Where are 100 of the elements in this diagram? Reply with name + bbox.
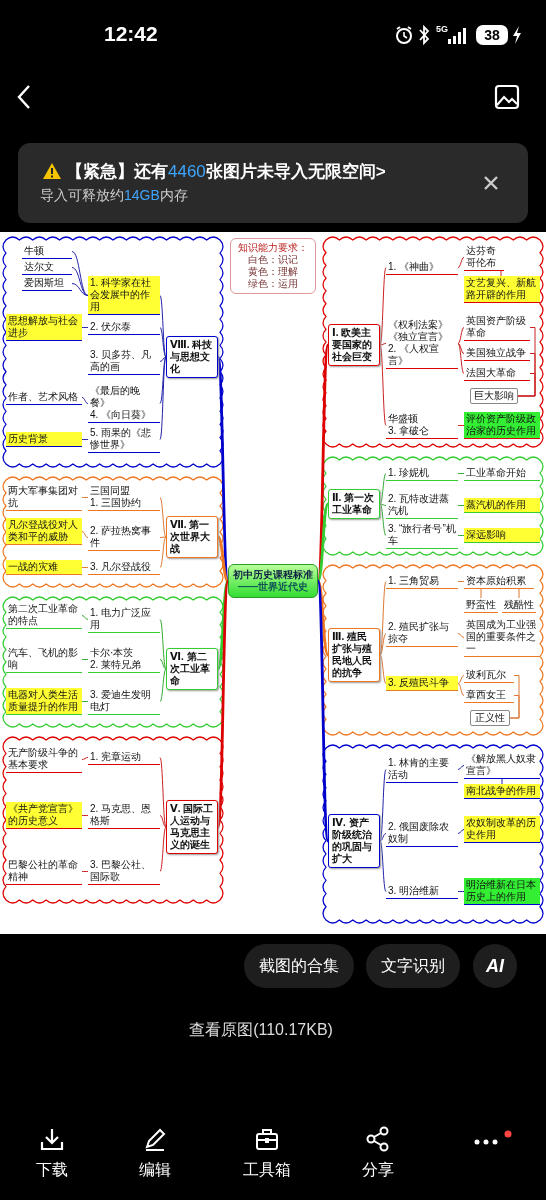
subtopic-text: 三国同盟 <box>90 485 131 497</box>
connector-line <box>159 356 167 440</box>
connector-line <box>159 536 167 538</box>
subtopic-label: 第二次工业革命的特点 <box>6 602 82 629</box>
cloud-outline <box>322 456 544 556</box>
connector-line <box>379 633 387 656</box>
central-topic-box <box>228 564 318 598</box>
connector-line <box>517 373 536 397</box>
subtopic-label: 3. 明治维新 <box>386 884 458 899</box>
connector-line <box>379 503 387 506</box>
subtopic-label: 1. 三角贸易 <box>386 574 458 589</box>
subtopic-label: 2. 俄国废除农奴制 <box>386 820 458 847</box>
cloud-outline <box>322 564 544 736</box>
highlighted-note: 评价资产阶级政治家的历史作用 <box>464 412 540 439</box>
network-type-label: 5G <box>436 24 448 34</box>
cloud-outline <box>2 736 224 904</box>
connector-line <box>159 659 167 670</box>
highlighted-note: 电器对人类生活质量提升的作用 <box>6 688 82 715</box>
connector-line <box>457 535 465 536</box>
subtopic-label <box>88 646 160 673</box>
connector-line <box>81 701 89 702</box>
subtopic-text: 4. 《向日葵》 <box>90 409 153 421</box>
connector-line <box>457 765 465 770</box>
connector-line <box>379 343 387 346</box>
share-button: 分享 <box>338 1126 418 1181</box>
connector-line <box>159 668 167 702</box>
connector-line <box>81 757 89 760</box>
legend-entry: 绿色：运用 <box>247 278 299 290</box>
connector-line <box>81 871 89 872</box>
connector-line <box>316 580 330 656</box>
subtopic-label <box>386 412 458 439</box>
subtopic-label: 3. 巴黎公社、国际歌 <box>88 858 160 885</box>
connector-line <box>457 473 465 474</box>
central-topic-subtitle: ——世界近代史 <box>237 581 309 593</box>
subtopic-label: 汽车、飞机的影响 <box>6 646 82 673</box>
subtopic-text: 卡尔·本茨 <box>90 647 135 659</box>
subtopic-label: 2. 萨拉热窝事件 <box>88 524 160 551</box>
highlighted-note: 思想解放与社会进步 <box>6 314 82 341</box>
subtopic-label: 英国成为工业强国的重要条件之一 <box>464 618 540 657</box>
status-time: 12:42 <box>104 22 158 46</box>
connector-line <box>457 257 465 268</box>
subtopic-label: 1. 《神曲》 <box>386 260 458 275</box>
highlighted-note: 深远影响 <box>464 528 540 543</box>
connector-line <box>81 615 89 620</box>
connector-line <box>457 581 465 582</box>
connector-line <box>71 251 89 296</box>
connector-line <box>457 343 465 354</box>
highlighted-note: 3. 反殖民斗争 <box>386 676 458 691</box>
highlighted-note: 文艺复兴、新航路开辟的作用 <box>464 276 540 303</box>
connector-line <box>81 567 89 568</box>
connector-line <box>509 695 520 719</box>
connector-line <box>159 497 167 538</box>
connector-line <box>216 580 230 670</box>
connector-line <box>457 891 465 892</box>
text-recognition-button: 文字识别 <box>366 944 460 988</box>
notification-subtext: 导入可释放约14GB内存 <box>40 187 188 205</box>
connector-line <box>316 503 330 582</box>
branch-topic-box: Ⅱ. 第一次工业革命 <box>328 489 380 519</box>
subtopic-label: 3. 爱迪生发明电灯 <box>88 688 160 715</box>
connector-line <box>457 327 465 344</box>
branch-topic-box: Ⅳ. 资产阶级统治的巩固与扩大 <box>328 814 380 868</box>
subtopic-text: 《独立宣言》 <box>388 331 449 343</box>
highlighted-note: 一战的灾难 <box>6 560 82 575</box>
connector-line <box>71 283 89 296</box>
connector-line <box>457 343 465 374</box>
highlighted-note: 1. 科学家在社会发展中的作用 <box>88 276 160 315</box>
subtopic-text: 《最后的晚餐》 <box>90 385 141 409</box>
connector-line <box>379 833 387 842</box>
connector-line <box>81 327 89 328</box>
download-button: 下载 <box>12 1126 92 1181</box>
subtopic-label: 资本原始积累 <box>464 574 534 589</box>
subtopic-label: 3. 凡尔登战役 <box>88 560 160 575</box>
subtopic-label: 无产阶级斗争的基本要求 <box>6 746 82 773</box>
connector-line <box>159 815 167 828</box>
legend-box <box>230 238 316 294</box>
toolbox-button: 工具箱 <box>227 1126 307 1181</box>
legend-entry: 黄色：理解 <box>247 266 299 278</box>
subtopic-text: 达芬奇 <box>466 245 497 257</box>
cloud-outline <box>2 476 224 588</box>
subtopic-label: 牛顿 <box>22 244 72 259</box>
subtopic-text: 2. 莱特兄弟 <box>90 659 143 671</box>
subtopic-label: 达尔文 <box>22 260 72 275</box>
subtopic-label: 工业革命开始 <box>464 466 540 481</box>
subtopic-label: 残酷性 <box>502 598 536 613</box>
branch-topic-box: Ⅰ. 欧美主要国家的社会巨变 <box>328 324 380 366</box>
subtopic-label: 1. 电力广泛应用 <box>88 606 160 633</box>
connector-line <box>159 619 167 670</box>
highlighted-note: 凡尔登战役对人类和平的威胁 <box>6 518 82 545</box>
subtopic-text: 3. 拿破仑 <box>388 425 431 437</box>
subtopic-label: 3. 贝多芬、凡高的画 <box>88 348 160 375</box>
highlighted-note: 明治维新在日本历史上的作用 <box>464 878 540 905</box>
subtopic-label <box>464 244 504 271</box>
cloud-outline <box>322 744 544 924</box>
subtopic-label: 2. 马克思、恩格斯 <box>88 802 160 829</box>
legend-heading: 知识能力要求： <box>237 242 309 254</box>
view-original-link: 查看原图(110.17KB) <box>188 1020 334 1040</box>
connector-line <box>159 295 167 358</box>
subtopic-label: 美国独立战争 <box>464 346 530 361</box>
branch-topic-box: Ⅲ. 殖民扩张与殖民地人民的抗争 <box>328 628 380 682</box>
subtopic-label <box>88 484 160 511</box>
